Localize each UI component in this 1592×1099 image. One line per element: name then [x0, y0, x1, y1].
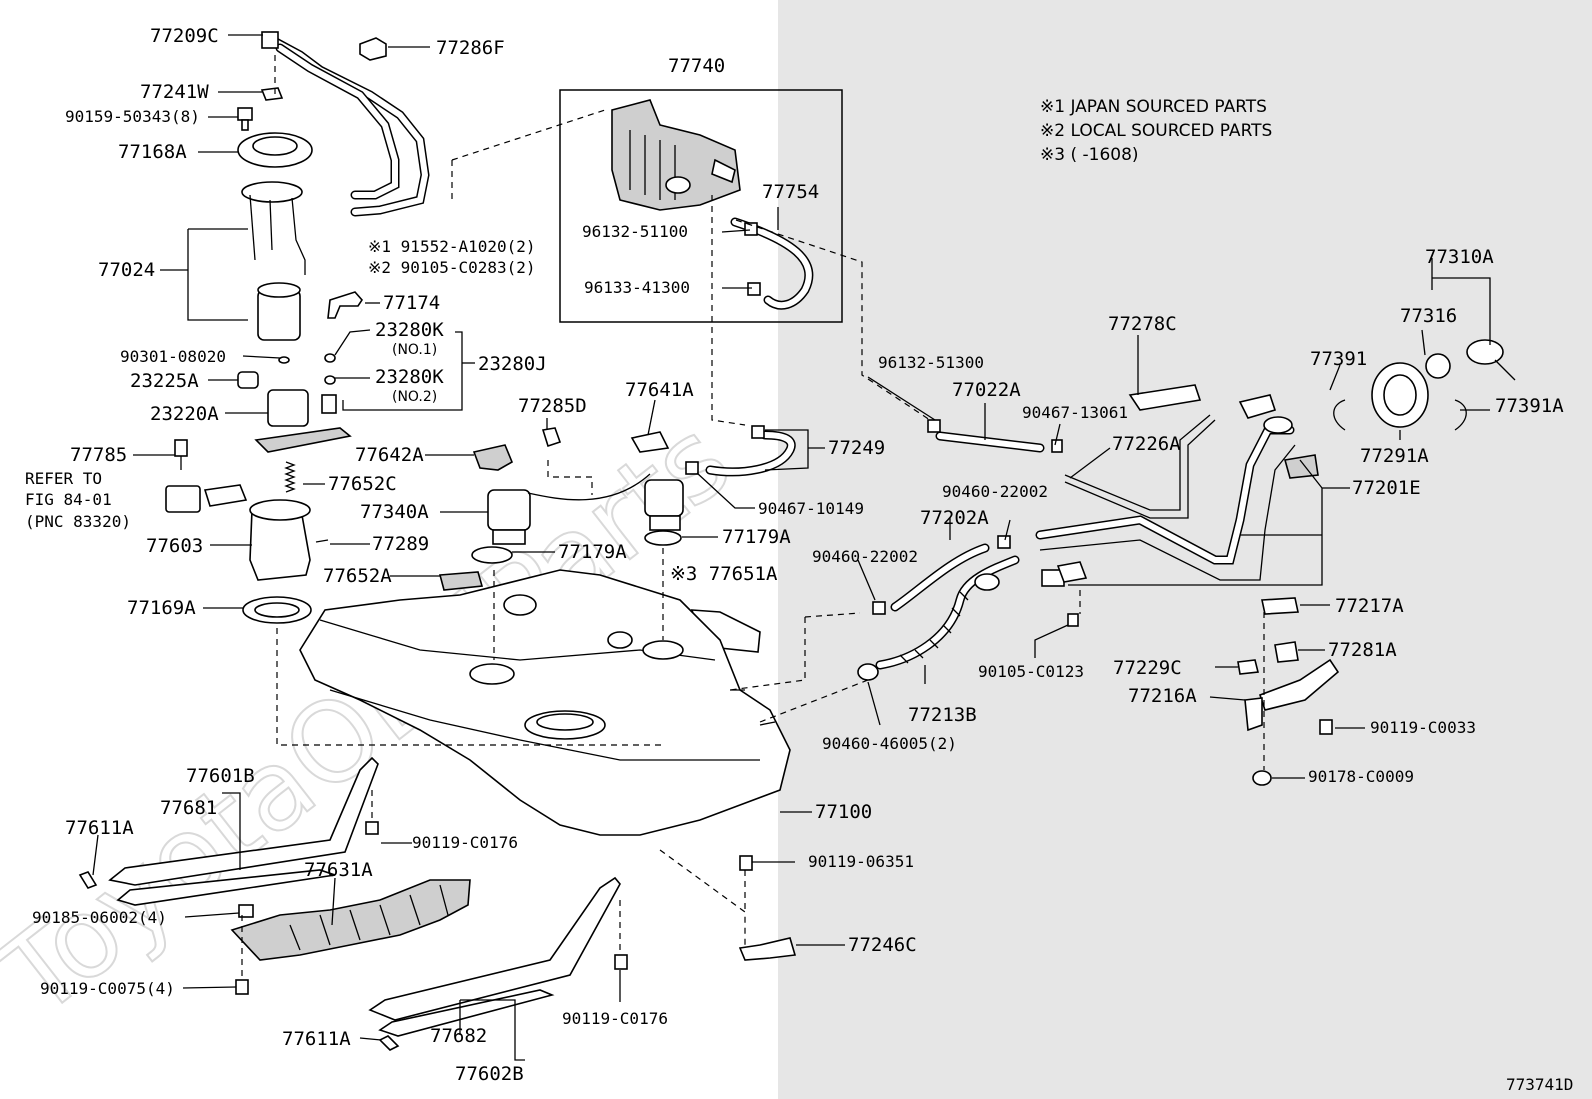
label-77310A: 77310A — [1425, 246, 1494, 268]
label-23280K-no1: 23280K — [375, 319, 444, 341]
label-77289: 77289 — [372, 533, 429, 555]
label-77179A-right: 77179A — [722, 526, 791, 548]
label-77631A: 77631A — [304, 859, 373, 881]
label-23220A: 23220A — [150, 403, 219, 425]
leader-lines — [92, 34, 1491, 1061]
label-77682: 77682 — [430, 1025, 487, 1047]
label-90105-C0283: ※2 90105-C0283(2) — [368, 258, 536, 277]
jet-pump-parts — [438, 425, 796, 653]
note-local-sourced: ※2 LOCAL SOURCED PARTS — [1040, 121, 1272, 141]
label-77024: 77024 — [98, 259, 155, 281]
label-90460-22002-upper: 90460-22002 — [942, 482, 1048, 501]
label-90185-06002: 90185-06002(4) — [32, 908, 167, 927]
figure-id: 773741D — [1506, 1075, 1573, 1094]
label-77281A: 77281A — [1328, 639, 1397, 661]
fuel-tank — [299, 569, 791, 836]
label-77785: 77785 — [70, 444, 127, 466]
label-23225A: 23225A — [130, 370, 199, 392]
label-77291A: 77291A — [1360, 445, 1429, 467]
label-77246C: 77246C — [848, 934, 917, 956]
label-77201E: 77201E — [1352, 477, 1421, 499]
label-96132-51300: 96132-51300 — [878, 353, 984, 372]
label-77249: 77249 — [828, 437, 885, 459]
label-77391A: 77391A — [1495, 395, 1564, 417]
note-japan-sourced: ※1 JAPAN SOURCED PARTS — [1040, 97, 1267, 117]
refer-line-2: FIG 84-01 — [25, 490, 112, 509]
label-77740: 77740 — [668, 55, 725, 77]
label-77601B: 77601B — [186, 765, 255, 787]
label-90119-06351: 90119-06351 — [808, 852, 914, 871]
label-77209C: 77209C — [150, 25, 219, 47]
label-23280K-no2: 23280K — [375, 366, 444, 388]
label-77169A: 77169A — [127, 597, 196, 619]
label-96132-51100: 96132-51100 — [582, 222, 688, 241]
label-77611A-lower: 77611A — [282, 1028, 351, 1050]
label-77168A: 77168A — [118, 141, 187, 163]
label-77652C: 77652C — [328, 473, 397, 495]
label-77100: 77100 — [815, 801, 872, 823]
label-77603: 77603 — [146, 535, 203, 557]
label-90119-C0075: 90119-C0075(4) — [40, 979, 175, 998]
tank-bands — [78, 756, 797, 1051]
label-96133-41300: 96133-41300 — [584, 278, 690, 297]
label-77642A: 77642A — [355, 444, 424, 466]
label-77316: 77316 — [1400, 305, 1457, 327]
label-77022A: 77022A — [952, 379, 1021, 401]
gray-background-panel — [778, 0, 1592, 1099]
label-77602B: 77602B — [455, 1063, 524, 1085]
label-77391: 77391 — [1310, 348, 1367, 370]
label-77651A: ※3 77651A — [670, 563, 778, 585]
label-90105-C0123: 90105-C0123 — [978, 662, 1084, 681]
label-77754: 77754 — [762, 181, 819, 203]
label-77179A-left: 77179A — [558, 541, 627, 563]
label-no2: (NO.2) — [392, 389, 437, 405]
refer-line-1: REFER TO — [25, 469, 102, 488]
label-77286F: 77286F — [436, 37, 505, 59]
label-no1: (NO.1) — [392, 342, 437, 358]
label-77174: 77174 — [383, 292, 440, 314]
label-90301-08020: 90301-08020 — [120, 347, 226, 366]
label-77202A: 77202A — [920, 507, 989, 529]
label-77285D: 77285D — [518, 395, 587, 417]
reference-lines — [241, 55, 1265, 980]
label-90119-C0176-upper: 90119-C0176 — [412, 833, 518, 852]
label-77340A: 77340A — [360, 501, 429, 523]
label-77213B: 77213B — [908, 704, 977, 726]
label-77217A: 77217A — [1335, 595, 1404, 617]
label-90119-C0176-lower: 90119-C0176 — [562, 1009, 668, 1028]
source-notes: ※1 JAPAN SOURCED PARTS ※2 LOCAL SOURCED … — [1040, 97, 1272, 165]
label-77641A: 77641A — [625, 379, 694, 401]
label-77278C: 77278C — [1108, 313, 1177, 335]
label-90119-C0033: 90119-C0033 — [1370, 718, 1476, 737]
label-90159-50343: 90159-50343(8) — [65, 107, 200, 126]
label-90467-13061: 90467-13061 — [1022, 403, 1128, 422]
label-90178-C0009: 90178-C0009 — [1308, 767, 1414, 786]
label-77229C: 77229C — [1113, 657, 1182, 679]
refer-line-3: (PNC 83320) — [25, 512, 131, 531]
label-91552-A1020: ※1 91552-A1020(2) — [368, 237, 536, 256]
label-77652A: 77652A — [323, 565, 392, 587]
fuel-pump-assembly — [165, 31, 430, 624]
label-90460-46005: 90460-46005(2) — [822, 734, 957, 753]
canister-assembly — [559, 89, 843, 323]
part-labels: 77209C 77286F 77241W 90159-50343(8) 7716… — [25, 25, 1564, 1085]
label-77681: 77681 — [160, 797, 217, 819]
label-77241W: 77241W — [140, 81, 209, 103]
label-90467-10149: 90467-10149 — [758, 499, 864, 518]
filler-pipe-assembly — [857, 339, 1516, 786]
label-23280J: 23280J — [478, 353, 547, 375]
note-date-range: ※3 ( -1608) — [1040, 145, 1139, 165]
label-77216A: 77216A — [1128, 685, 1197, 707]
label-90460-22002-lower: 90460-22002 — [812, 547, 918, 566]
label-77226A: 77226A — [1112, 433, 1181, 455]
label-77611A-upper: 77611A — [65, 817, 134, 839]
